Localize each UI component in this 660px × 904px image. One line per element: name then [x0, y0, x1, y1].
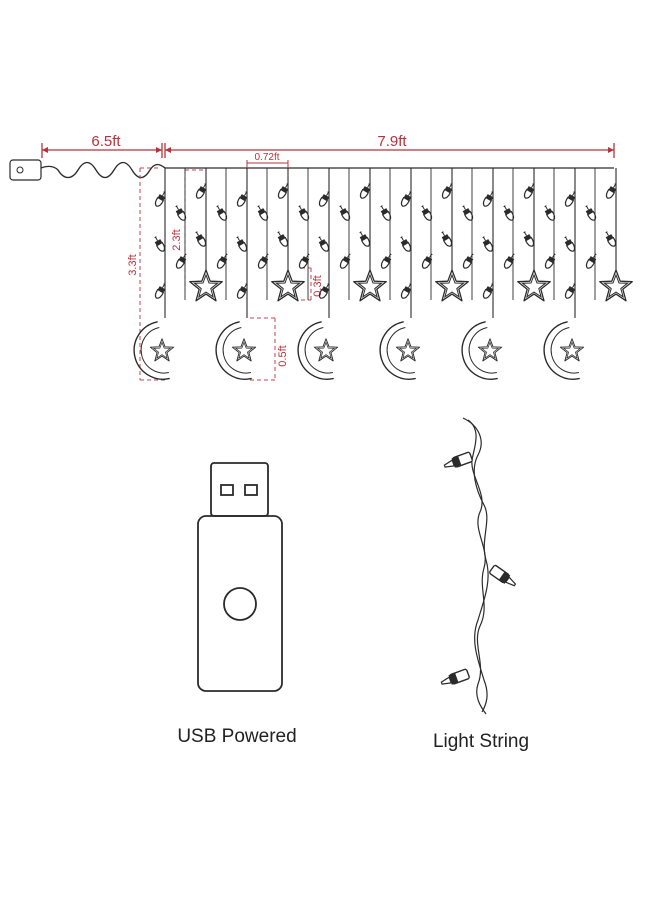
moon-height-dimension: 0.5ft — [250, 317, 289, 381]
bulb-icon — [152, 234, 167, 254]
strand-spacing-dimension: 0.72ft — [246, 152, 289, 168]
bulb-icon — [461, 251, 476, 271]
bulb-icon — [193, 229, 208, 249]
bulb-icon — [480, 234, 495, 254]
bulb-icon — [357, 229, 372, 249]
bulb-icon — [502, 251, 517, 271]
bulb-icon — [543, 251, 558, 271]
star-icon — [435, 269, 469, 302]
moon-height-label: 0.5ft — [277, 345, 289, 366]
crescent-moon-icon — [375, 322, 420, 385]
crescent-moon-icon — [211, 322, 256, 385]
star-icon — [517, 269, 551, 302]
star-icon — [599, 269, 633, 302]
bulb-icon — [521, 229, 536, 249]
bulb-icon — [379, 251, 394, 271]
bulb-icon — [603, 229, 618, 249]
usb-plug-icon — [197, 462, 283, 692]
usb-powered-caption: USB Powered — [177, 726, 296, 747]
bulb-icon — [584, 251, 599, 271]
curtain-width-label: 7.9ft — [377, 133, 407, 150]
bulb-icon — [443, 451, 473, 468]
bulb-icon — [234, 234, 249, 254]
bulb-icon — [275, 229, 290, 249]
light-string-caption: Light String — [433, 731, 529, 752]
controller-box — [9, 159, 42, 181]
bulb-icon — [316, 234, 331, 254]
curtain-width-dimension: 7.9ft — [164, 133, 615, 158]
cable-length-label: 6.5ft — [91, 133, 121, 150]
bulb-icon — [256, 251, 271, 271]
bulb-icon — [338, 251, 353, 271]
star-drop-label: 0.3ft — [312, 275, 324, 296]
bulb-icon — [420, 251, 435, 271]
bulb-icon — [440, 668, 470, 685]
bulb-icon — [398, 234, 413, 254]
light-strands — [129, 168, 633, 385]
star-icon — [271, 269, 305, 302]
star-drop-dimension: 0.3ft — [301, 267, 324, 301]
crescent-moon-icon — [539, 322, 584, 385]
crescent-moon-icon — [457, 322, 502, 385]
bulb-icon — [297, 251, 312, 271]
crescent-moon-icon — [129, 322, 174, 385]
bulb-icon — [215, 251, 230, 271]
power-cable — [40, 161, 166, 179]
bulb-icon — [174, 251, 189, 271]
bulb-icon — [489, 564, 517, 587]
strand-spacing-label: 0.72ft — [254, 152, 279, 163]
bulb-icon — [439, 229, 454, 249]
light-string-icon — [440, 417, 517, 715]
long-drop-label: 3.3ft — [127, 254, 139, 275]
bulb-icon — [562, 234, 577, 254]
star-icon — [353, 269, 387, 302]
crescent-moon-icon — [293, 322, 338, 385]
cable-length-dimension: 6.5ft — [41, 133, 163, 158]
star-icon — [189, 269, 223, 302]
short-drop-label: 2.3ft — [171, 229, 183, 250]
